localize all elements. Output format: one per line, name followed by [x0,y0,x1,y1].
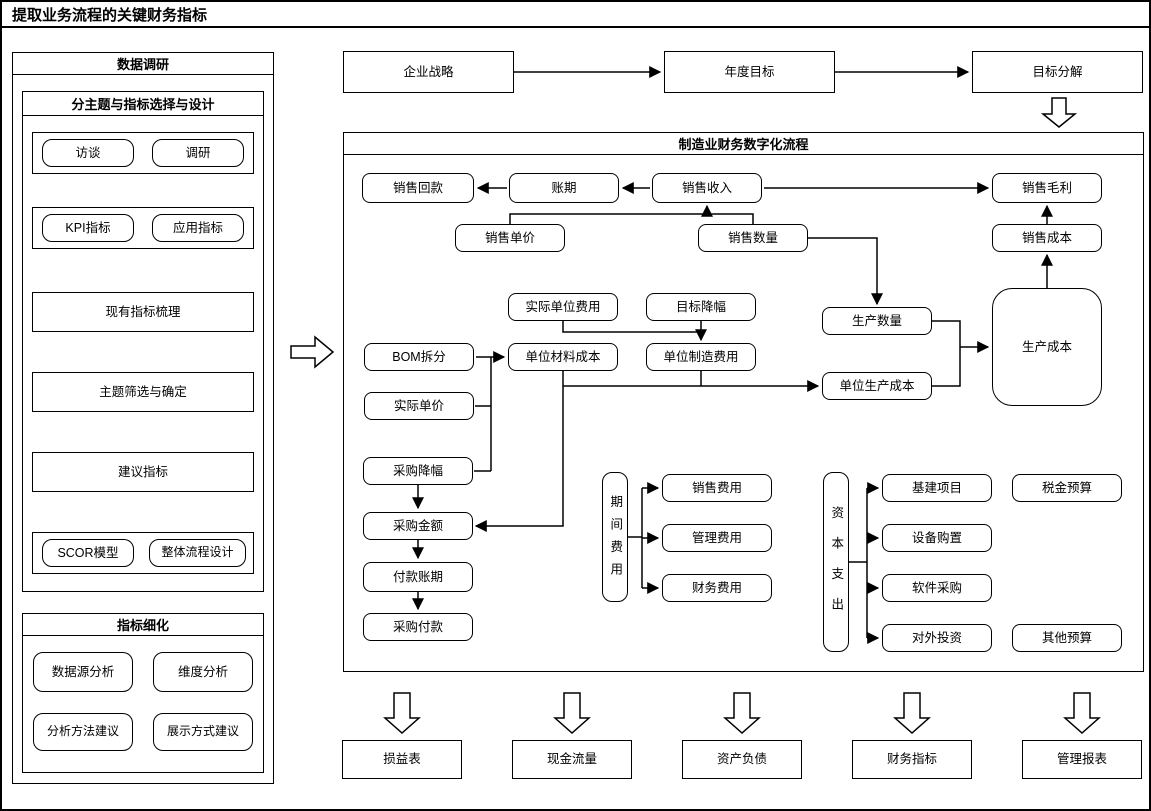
node-analysis-method: 分析方法建议 [33,713,133,751]
node-datasource-analysis: 数据源分析 [33,652,133,692]
panel-main-flow: 制造业财务数字化流程 [343,132,1144,672]
node-tax-budget: 税金预算 [1012,474,1122,502]
line-price-qty-join [509,213,754,224]
node-payment-terms: 付款账期 [363,562,473,592]
node-management-report: 管理报表 [1022,740,1142,779]
right-arrow-icon [290,335,335,369]
arrow-unitmaterial-to-purchamount [474,371,564,532]
node-production-quantity: 生产数量 [822,307,932,335]
down-arrow-icon [1063,692,1101,735]
node-goal-decomposition: 目标分解 [972,51,1143,93]
node-sales-unit-price: 销售单价 [455,224,565,252]
node-unit-production-cost: 单位生产成本 [822,372,932,400]
down-arrow-icon [1040,97,1078,128]
arrow-salesqty-to-prodqty [808,237,883,306]
node-credit-period: 账期 [509,173,619,203]
line-prodqty-unitprod-join [932,320,961,387]
node-existing-indicators: 现有指标梳理 [32,292,254,332]
page-title-bar: 提取业务流程的关键财务指标 [2,2,1149,28]
down-arrow-icon [383,692,421,735]
panel-indicator-refine-title: 指标细化 [23,614,263,636]
node-outbound-investment: 对外投资 [882,624,992,652]
node-unit-manufacturing-expense: 单位制造费用 [646,343,756,371]
node-display-method: 展示方式建议 [153,713,253,751]
panel-selection-design-title: 分主题与指标选择与设计 [23,92,263,116]
node-production-cost: 生产成本 [992,288,1102,406]
down-arrow-icon [723,692,761,735]
node-kpi-indicator: KPI指标 [42,214,134,242]
node-infrastructure-project: 基建项目 [882,474,992,502]
node-equipment-purchase: 设备购置 [882,524,992,552]
node-applied-indicator: 应用指标 [152,214,244,242]
node-capital-expenditure: 资本支出 [823,472,849,652]
page-title: 提取业务流程的关键财务指标 [12,6,208,24]
node-gross-profit: 销售毛利 [992,173,1102,203]
node-actual-unit-expense: 实际单位费用 [508,293,618,321]
node-bom-split: BOM拆分 [364,343,474,371]
node-overall-process-design: 整体流程设计 [149,539,246,567]
node-income-statement: 损益表 [342,740,462,779]
node-other-budget: 其他预算 [1012,624,1122,652]
node-sales-cost: 销售成本 [992,224,1102,252]
node-cash-flow: 现金流量 [512,740,632,779]
node-interview: 访谈 [42,139,134,167]
node-target-reduction: 目标降幅 [646,293,756,321]
node-period-expense: 期间费用 [602,472,628,602]
node-dimension-analysis: 维度分析 [153,652,253,692]
node-enterprise-strategy: 企业战略 [343,51,514,93]
line-actualexp-join [562,321,701,333]
node-balance-sheet: 资产负债 [682,740,802,779]
node-suggested-indicators: 建议指标 [32,452,254,492]
node-selling-expense: 销售费用 [662,474,772,502]
node-survey: 调研 [152,139,244,167]
node-purchase-amount: 采购金额 [363,512,473,540]
node-purchase-payment: 采购付款 [363,613,473,641]
node-financial-kpi: 财务指标 [852,740,972,779]
node-purchase-reduction: 采购降幅 [363,457,473,485]
node-software-purchase: 软件采购 [882,574,992,602]
node-finance-expense: 财务费用 [662,574,772,602]
down-arrow-icon [893,692,931,735]
panel-data-research-title: 数据调研 [13,53,273,75]
node-sales-quantity: 销售数量 [698,224,808,252]
node-topic-selection: 主题筛选与确定 [32,372,254,412]
node-sales-collection: 销售回款 [362,173,474,203]
node-sales-revenue: 销售收入 [652,173,762,203]
node-scor-model: SCOR模型 [42,539,134,567]
node-unit-material-cost: 单位材料成本 [508,343,618,371]
panel-selection-design: 分主题与指标选择与设计 [22,91,264,592]
node-actual-unit-price: 实际单价 [364,392,474,420]
node-admin-expense: 管理费用 [662,524,772,552]
node-annual-goal: 年度目标 [664,51,835,93]
panel-main-flow-title: 制造业财务数字化流程 [344,133,1143,155]
down-arrow-icon [553,692,591,735]
